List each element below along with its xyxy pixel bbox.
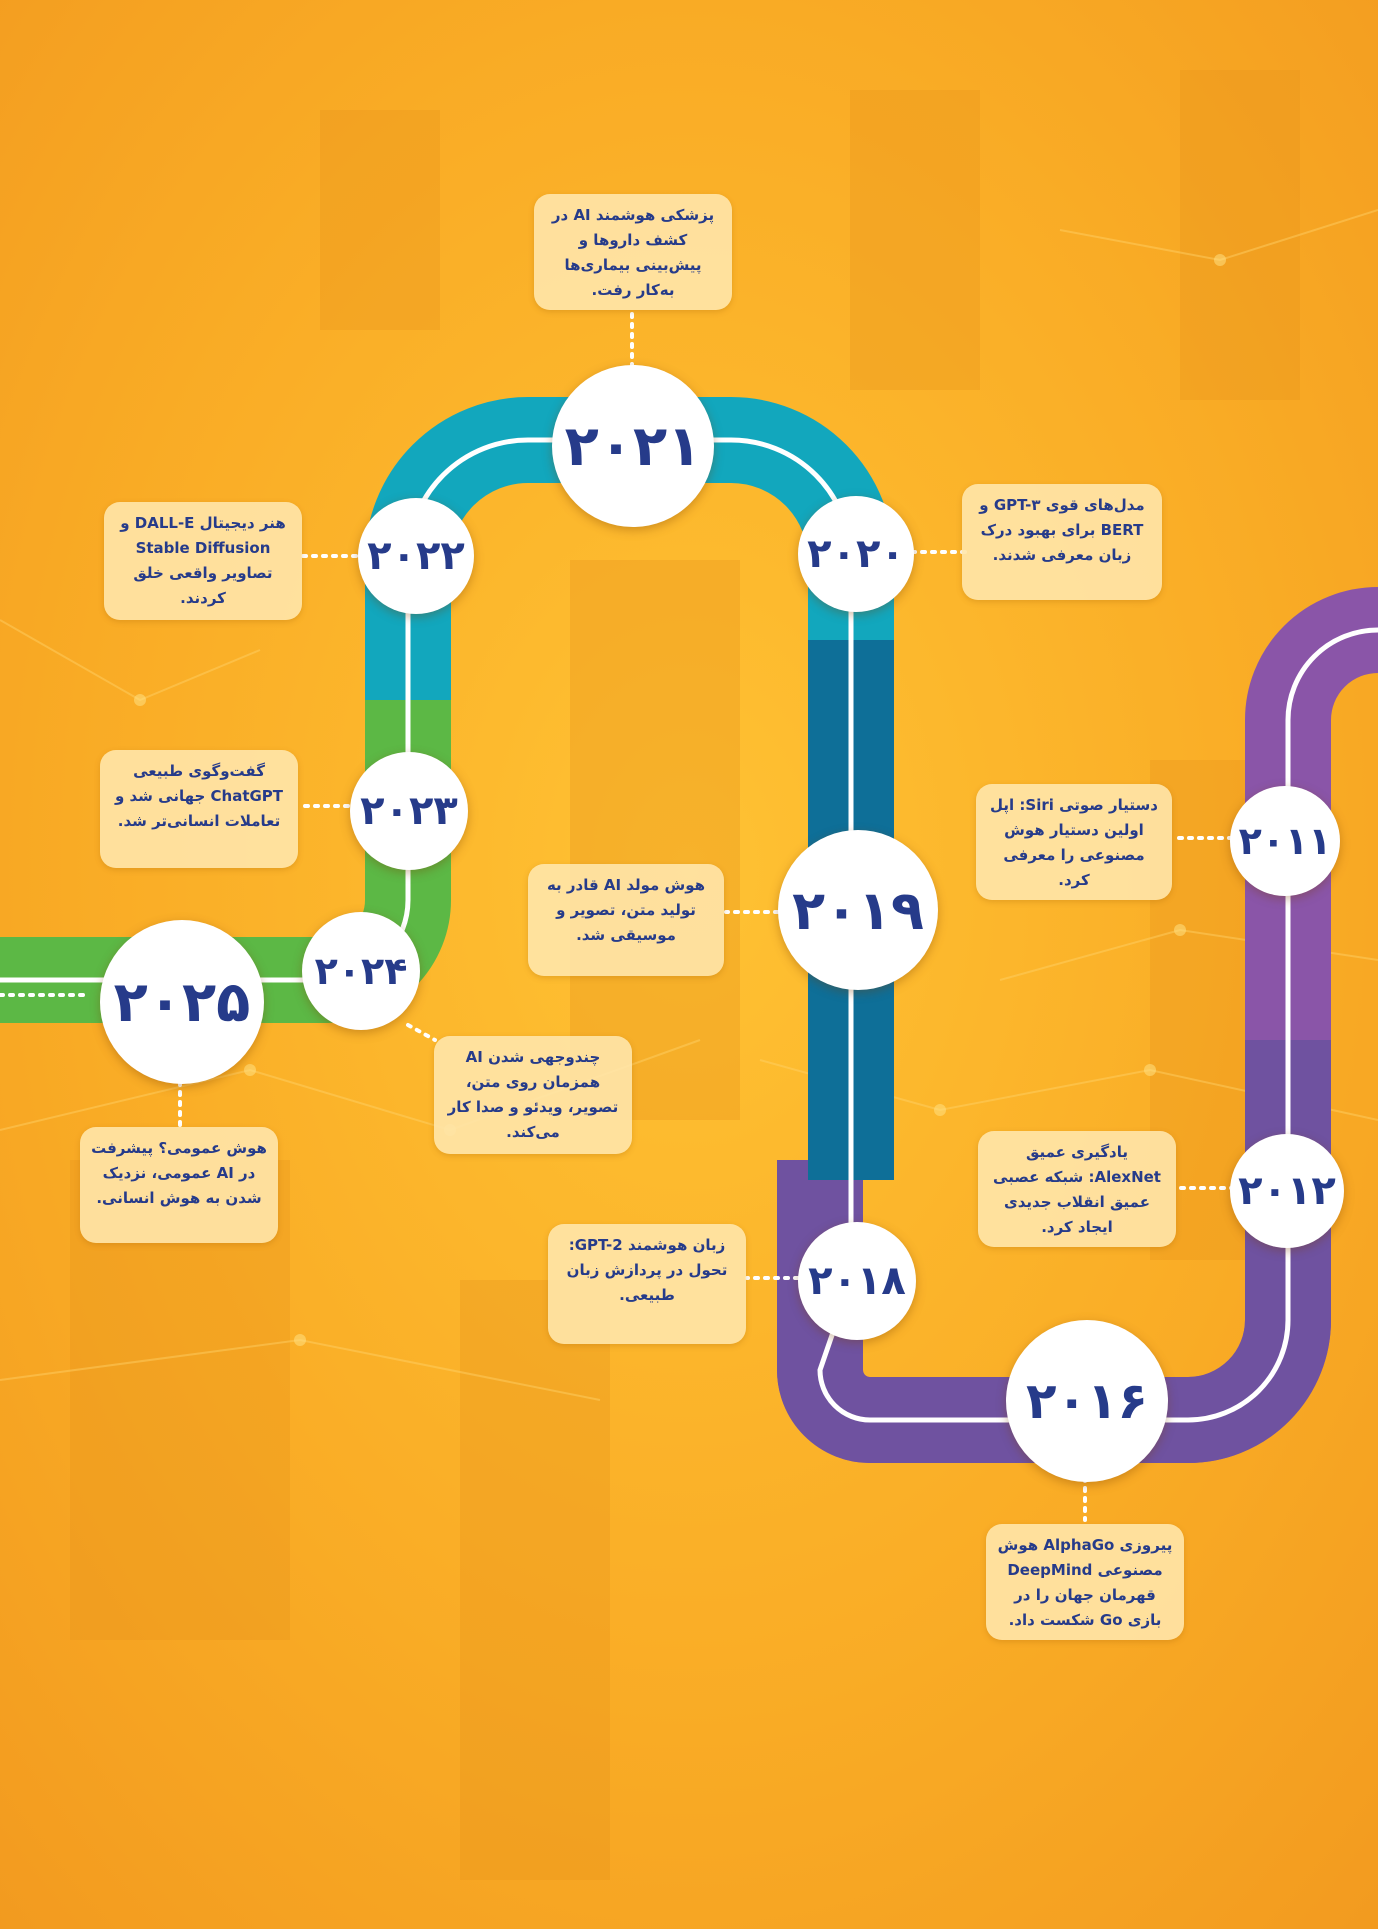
description-box-2023: گفت‌وگوی طبیعی ChatGPT جهانی شد و تعاملا…	[100, 750, 298, 868]
year-node-2019: ۲۰۱۹	[778, 830, 938, 990]
year-node-2020: ۲۰۲۰	[798, 496, 914, 612]
dotted-connectors	[0, 310, 1236, 1522]
description-text: گفت‌وگوی طبیعی ChatGPT جهانی شد و تعاملا…	[114, 762, 284, 830]
description-text: هنر دیجیتال DALL-E و Stable Diffusion تص…	[120, 514, 286, 607]
description-text: هوش عمومی؟ پیشرفت در AI عمومی، نزدیک شدن…	[91, 1139, 267, 1207]
year-node-2016: ۲۰۱۶	[1006, 1320, 1168, 1482]
year-label: ۲۰۱۱	[1238, 819, 1332, 863]
year-label: ۲۰۱۹	[792, 878, 924, 942]
year-node-2024: ۲۰۲۴	[302, 912, 420, 1030]
year-node-2018: ۲۰۱۸	[798, 1222, 916, 1340]
description-text: یادگیری عمیق AlexNet: شبکه عصبی عمیق انق…	[993, 1143, 1161, 1236]
year-node-2012: ۲۰۱۲	[1230, 1134, 1344, 1248]
year-label: ۲۰۲۳	[360, 788, 458, 834]
description-text: پزشکی هوشمند AI در کشف داروها و پیش‌بینی…	[551, 206, 715, 299]
description-box-2019: هوش مولد AI قادر به تولید متن، تصویر و م…	[528, 864, 724, 976]
description-box-2024: چندوجهی شدن AI همزمان روی متن، تصویر، وی…	[434, 1036, 632, 1154]
year-node-2011: ۲۰۱۱	[1230, 786, 1340, 896]
year-label: ۲۰۱۲	[1238, 1168, 1336, 1214]
description-box-2011: دستیار صوتی Siri: اپل اولین دستیار هوش م…	[976, 784, 1172, 900]
description-box-2018: زبان هوشمند GPT-2: تحول در پردازش زبان ط…	[548, 1224, 746, 1344]
year-node-2022: ۲۰۲۲	[358, 498, 474, 614]
description-text: دستیار صوتی Siri: اپل اولین دستیار هوش م…	[990, 796, 1158, 889]
year-label: ۲۰۱۸	[808, 1258, 906, 1304]
description-text: زبان هوشمند GPT-2: تحول در پردازش زبان ط…	[566, 1236, 728, 1304]
description-text: مدل‌های قوی GPT-۳ و BERT برای بهبود درک …	[979, 496, 1145, 564]
year-node-2021: ۲۰۲۱	[552, 365, 714, 527]
year-node-2023: ۲۰۲۳	[350, 752, 468, 870]
description-text: پیروزی AlphaGo هوش مصنوعی DeepMind قهرما…	[997, 1536, 1173, 1629]
year-label: ۲۰۲۱	[564, 413, 702, 479]
year-label: ۲۰۲۵	[113, 969, 251, 1035]
description-box-2025: هوش عمومی؟ پیشرفت در AI عمومی، نزدیک شدن…	[80, 1127, 278, 1243]
description-box-2021: پزشکی هوشمند AI در کشف داروها و پیش‌بینی…	[534, 194, 732, 310]
year-node-2025: ۲۰۲۵	[100, 920, 264, 1084]
year-label: ۲۰۲۴	[314, 949, 408, 993]
description-box-2022: هنر دیجیتال DALL-E و Stable Diffusion تص…	[104, 502, 302, 620]
description-text: چندوجهی شدن AI همزمان روی متن، تصویر، وی…	[447, 1048, 619, 1141]
description-text: هوش مولد AI قادر به تولید متن، تصویر و م…	[546, 876, 706, 944]
description-box-2020: مدل‌های قوی GPT-۳ و BERT برای بهبود درک …	[962, 484, 1162, 600]
description-box-2012: یادگیری عمیق AlexNet: شبکه عصبی عمیق انق…	[978, 1131, 1176, 1247]
description-box-2016: پیروزی AlphaGo هوش مصنوعی DeepMind قهرما…	[986, 1524, 1184, 1640]
year-label: ۲۰۲۲	[367, 533, 465, 579]
year-label: ۲۰۲۰	[807, 531, 905, 577]
year-label: ۲۰۱۶	[1025, 1372, 1149, 1430]
